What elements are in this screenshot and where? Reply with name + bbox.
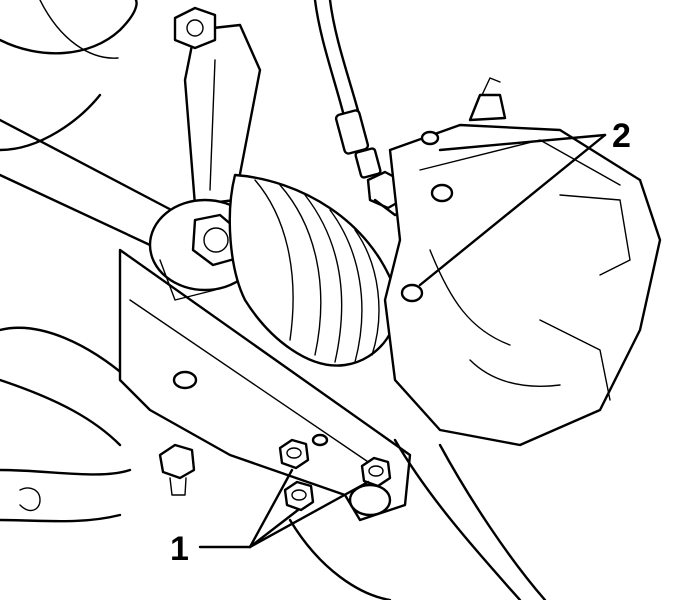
loose-bolt [158, 443, 196, 496]
callout-1: 1 [170, 468, 370, 568]
bolt-2 [283, 480, 315, 512]
callout-2-label: 2 [612, 117, 631, 155]
control-arm-bolts [158, 438, 392, 512]
cv-boot [228, 173, 399, 367]
bolt-1 [278, 438, 310, 470]
wheel-arch [0, 0, 138, 152]
bolt-3 [360, 456, 392, 488]
stabiliser-link [173, 6, 262, 207]
brake-disc [288, 438, 547, 600]
brake-hose [313, 0, 407, 217]
callout-2: 2 [418, 117, 631, 287]
callout-1-label: 1 [170, 530, 189, 568]
